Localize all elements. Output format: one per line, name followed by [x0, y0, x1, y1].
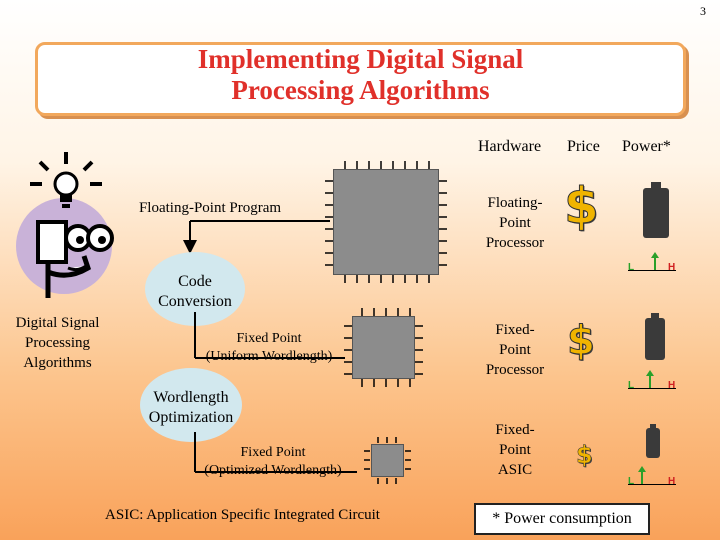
footnote-box: [474, 503, 650, 535]
gauge-arrow-up-icon-3: [638, 466, 646, 484]
floating-point-processor-chip: [333, 169, 439, 275]
fixed-uniform-line-2: (Uniform Wordlength): [205, 349, 333, 364]
row1-line-3: Processor: [485, 235, 545, 251]
wordlength-optimization-label: Wordlength Optimization: [135, 388, 247, 428]
floating-point-program-label: Floating-Point Program: [138, 200, 282, 216]
wordlength-line-2: Optimization: [148, 409, 234, 426]
left-caption-line-2: Processing: [25, 335, 90, 351]
footnote-text: * Power consumption: [492, 510, 632, 527]
flow-arrow-down-icon-3: [194, 432, 357, 473]
code-conversion-line-2: Conversion: [158, 293, 232, 310]
fixed-point-processor-chip: [352, 316, 415, 379]
gauge-high-label-1: H: [668, 262, 676, 273]
row2-line-3: Processor: [485, 362, 545, 378]
gauge-low-label-2: L: [628, 380, 635, 391]
row2-line-1: Fixed-: [495, 322, 535, 338]
hardware-fixed-point-processor: Fixed- Point Processor: [470, 320, 560, 380]
power-gauge-1: [628, 270, 676, 271]
left-caption-line-1: Digital Signal: [15, 315, 100, 331]
asic-definition: ASIC: Application Specific Integrated Ci…: [105, 507, 380, 523]
wordlength-optimization-bubble: [140, 368, 242, 442]
header-hardware: Hardware: [478, 138, 542, 155]
row1-line-1: Floating-: [487, 195, 543, 211]
fixed-optimized-line-2: (Optimized Wordlength): [204, 463, 342, 478]
fixed-uniform-line-1: Fixed Point: [236, 331, 302, 346]
fixed-point-optimized-label: Fixed Point (Optimized Wordlength): [188, 444, 358, 480]
hardware-floating-point-processor: Floating- Point Processor: [470, 193, 560, 253]
fixed-point-uniform-label: Fixed Point (Uniform Wordlength): [190, 330, 348, 366]
power-gauge-3: [628, 484, 676, 485]
gauge-arrow-up-icon: [651, 252, 659, 270]
battery-low-icon: [646, 428, 660, 458]
row3-line-2: Point: [499, 442, 531, 458]
thinking-person-icon: [16, 152, 114, 298]
left-caption-line-3: Algorithms: [23, 355, 92, 371]
price-medium-dollar-icon: $: [567, 318, 596, 365]
left-caption: Digital Signal Processing Algorithms: [0, 313, 115, 373]
fixed-optimized-line-1: Fixed Point: [240, 445, 306, 460]
header-power: Power*: [622, 138, 671, 155]
slide-title: Implementing Digital Signal Processing A…: [35, 44, 686, 106]
gauge-arrow-up-icon-2: [646, 370, 654, 388]
row3-line-1: Fixed-: [495, 422, 535, 438]
hardware-fixed-point-asic: Fixed- Point ASIC: [470, 420, 560, 480]
battery-cap-2: [651, 313, 659, 319]
header-price: Price: [567, 138, 600, 155]
row3-line-3: ASIC: [497, 462, 533, 478]
battery-medium-icon: [645, 318, 665, 360]
battery-cap: [651, 182, 661, 189]
code-conversion-label: Code Conversion: [140, 272, 250, 312]
price-high-dollar-icon: $: [564, 177, 600, 235]
gauge-low-label-3: L: [628, 476, 635, 487]
title-frame: [35, 42, 686, 116]
page-number: 3: [700, 4, 706, 18]
title-line-2: Processing Algorithms: [231, 75, 490, 105]
flow-arrow-down-icon: [183, 220, 330, 254]
row2-line-2: Point: [499, 342, 531, 358]
flow-arrow-down-icon-2: [194, 312, 345, 359]
gauge-low-label-1: L: [628, 262, 635, 273]
battery-cap-3: [650, 424, 656, 429]
title-line-1: Implementing Digital Signal: [197, 44, 524, 74]
price-low-dollar-icon: $: [576, 441, 593, 470]
asic-chip: [371, 444, 404, 477]
row1-line-2: Point: [499, 215, 531, 231]
wordlength-line-1: Wordlength: [153, 389, 229, 406]
gauge-high-label-2: H: [668, 380, 676, 391]
power-gauge-2: [628, 388, 676, 389]
battery-full-icon: [643, 188, 669, 238]
code-conversion-line-1: Code: [178, 273, 212, 290]
gauge-high-label-3: H: [668, 476, 676, 487]
